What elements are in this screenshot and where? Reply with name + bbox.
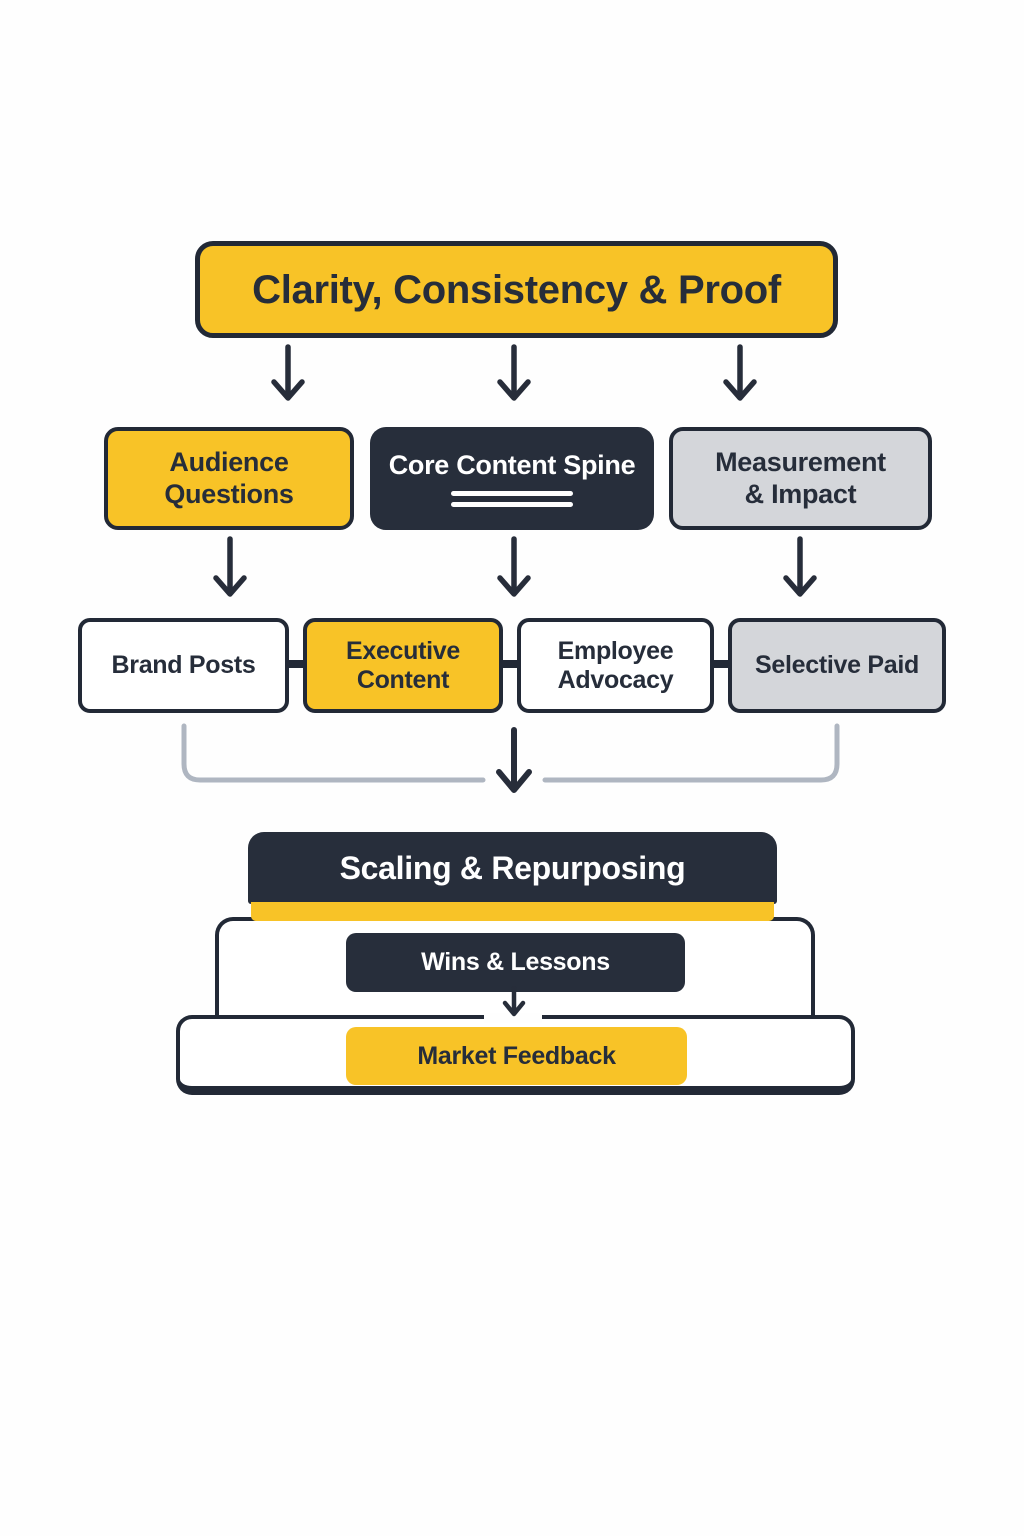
connector-bar bbox=[500, 660, 520, 668]
connector-bar bbox=[711, 660, 731, 668]
arrow-down-icon bbox=[271, 344, 305, 401]
core-content-spine-label: Core Content Spine bbox=[388, 450, 636, 481]
arrow-down-icon bbox=[497, 536, 531, 597]
node-measurement-impact: Measurement & Impact bbox=[669, 427, 932, 530]
node-market-feedback: Market Feedback bbox=[346, 1027, 687, 1085]
node-wins-lessons: Wins & Lessons bbox=[346, 933, 685, 992]
arrow-down-icon bbox=[783, 536, 817, 597]
arrow-down-icon bbox=[497, 344, 531, 401]
connector-bar bbox=[286, 660, 306, 668]
node-selective-paid: Selective Paid bbox=[728, 618, 946, 713]
node-clarity-consistency-proof: Clarity, Consistency & Proof bbox=[195, 241, 838, 338]
node-employee-advocacy: Employee Advocacy bbox=[517, 618, 714, 713]
node-core-content-spine: Core Content Spine bbox=[370, 427, 654, 530]
node-audience-questions: Audience Questions bbox=[104, 427, 354, 530]
arrow-down-icon bbox=[723, 344, 757, 401]
arrow-down-icon bbox=[502, 986, 526, 1017]
node-executive-content: Executive Content bbox=[303, 618, 503, 713]
node-brand-posts: Brand Posts bbox=[78, 618, 289, 713]
arrow-down-icon bbox=[496, 727, 532, 793]
scaling-accent-stripe bbox=[251, 902, 774, 921]
spine-underline-icon bbox=[451, 490, 573, 507]
merge-bracket bbox=[181, 723, 840, 783]
node-scaling-repurposing: Scaling & Repurposing bbox=[248, 832, 777, 904]
arrow-down-icon bbox=[213, 536, 247, 597]
border-gap bbox=[484, 1013, 542, 1023]
